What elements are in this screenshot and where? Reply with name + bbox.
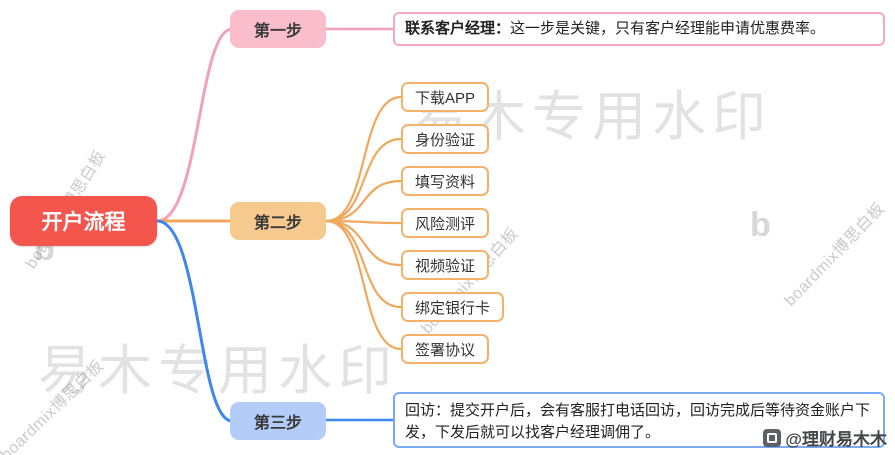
author-credit: @理财易木木 (763, 425, 887, 450)
step1-description-text: 这一步是关键，只有客户经理能申请优惠费率。 (510, 20, 826, 37)
edge-step2-child4 (324, 219, 403, 225)
edge-step2-child3 (324, 179, 403, 223)
substep-fill-info[interactable]: 填写资料 (401, 166, 490, 196)
step1-description-lead: 联系客户经理： (405, 20, 511, 37)
substep-sign-agreement[interactable]: 签署协议 (401, 334, 490, 364)
step2-node[interactable]: 第二步 (230, 202, 326, 240)
step3-node[interactable]: 第三步 (230, 402, 326, 440)
edge-root-step3 (155, 219, 234, 423)
substep-risk-test[interactable]: 风险测评 (401, 208, 490, 238)
edge-step2-child7 (324, 219, 403, 351)
root-node[interactable]: 开户流程 (10, 196, 157, 246)
step3-description-node[interactable]: 回访：提交开户后，会有客服打电话回访，回访完成后等待资金账户下发，下发后就可以找… (393, 392, 885, 448)
substep-identity[interactable]: 身份验证 (401, 124, 490, 154)
substep-download-app[interactable]: 下载APP (401, 82, 490, 112)
edge-root-step1 (155, 27, 234, 223)
credit-handle: @理财易木木 (785, 430, 887, 449)
edge-step2-child2 (324, 137, 403, 223)
step3-description-text: 回访：提交开户后，会有客服打电话回访，回访完成后等待资金账户下发，下发后就可以找… (405, 402, 871, 441)
credit-logo-icon (763, 428, 782, 447)
step1-node[interactable]: 第一步 (230, 10, 326, 48)
substep-bind-bank-card[interactable]: 绑定银行卡 (401, 292, 505, 322)
edge-step2-child5 (324, 219, 403, 267)
step1-description-node[interactable]: 联系客户经理：这一步是关键，只有客户经理能申请优惠费率。 (393, 12, 885, 46)
edge-step2-child1 (324, 95, 403, 223)
substep-video-verify[interactable]: 视频验证 (401, 250, 490, 280)
